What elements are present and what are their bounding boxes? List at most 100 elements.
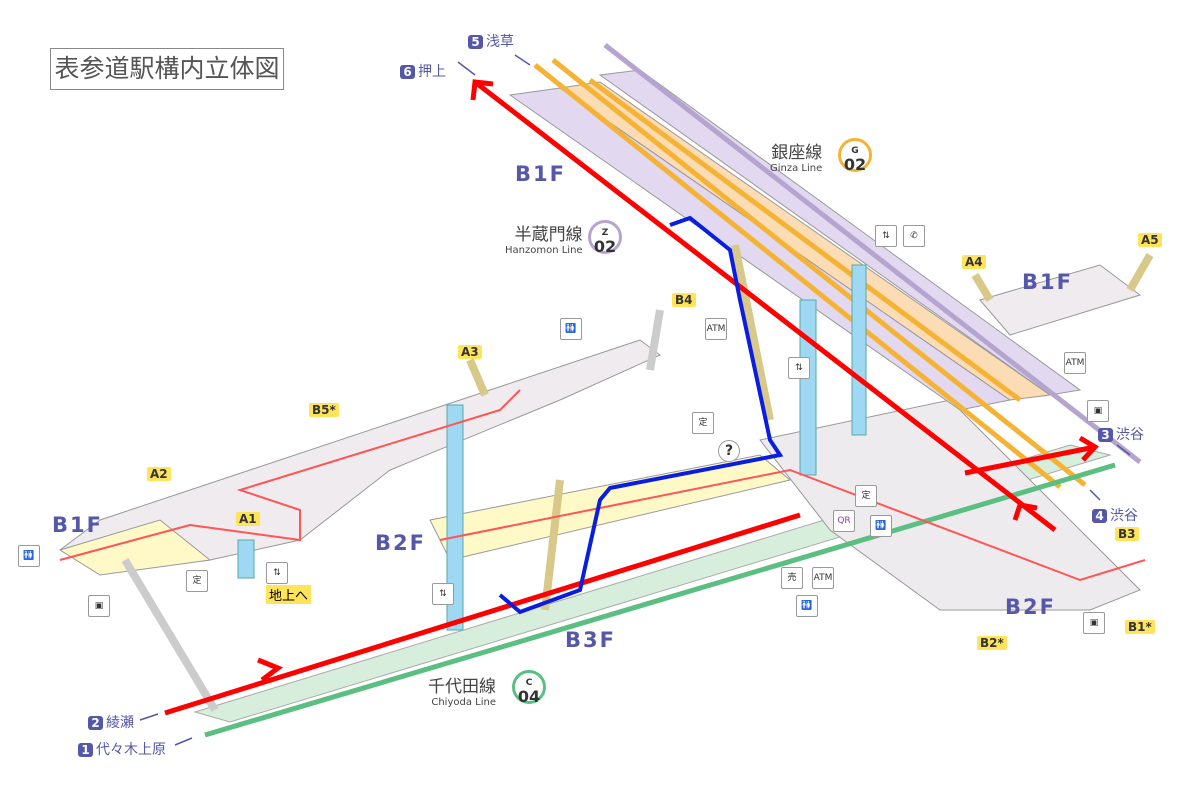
dest-number: 2 — [88, 716, 103, 730]
elevator-shaft — [851, 264, 867, 436]
dest-number: 6 — [400, 65, 415, 79]
exit-b2[interactable]: B2* — [977, 636, 1007, 650]
locker-icon: ▣ — [1083, 612, 1105, 634]
arrow-head — [257, 657, 284, 682]
commuter-pass-icon: 定 — [692, 412, 714, 434]
floor-label: B2F — [1005, 595, 1056, 619]
exit-b3[interactable]: B3 — [1115, 527, 1139, 541]
dest-name: 渋谷 — [1110, 508, 1138, 524]
b1f-right-concourse — [979, 264, 1142, 336]
transfer-route — [439, 468, 1146, 582]
toilet-icon: 🚻 — [560, 318, 582, 340]
arrow-head — [1078, 435, 1099, 462]
commuter-pass-icon: 定 — [855, 485, 877, 507]
ginza-track-2 — [551, 58, 1087, 487]
commuter-pass-icon: 定 — [186, 570, 208, 592]
exit-stair — [1126, 253, 1154, 292]
direction-arrow — [514, 54, 531, 66]
b1f-left-area — [58, 519, 212, 576]
elevator-icon: ⇅ — [875, 225, 897, 247]
toilet-icon: 🚻 — [18, 545, 40, 567]
atm-icon: ATM — [812, 567, 834, 589]
direction-arrow — [139, 713, 159, 721]
escalator — [121, 557, 219, 713]
station-number: 02 — [593, 237, 617, 256]
atm-icon: ATM — [1064, 352, 1086, 374]
qr-ticket-icon: QR — [833, 510, 855, 532]
direction-arrow — [1089, 489, 1101, 501]
chiyoda-track — [204, 462, 1116, 738]
floor-label: B3F — [565, 628, 616, 652]
dest-name: 渋谷 — [1116, 427, 1144, 443]
locker-icon: ▣ — [88, 595, 110, 617]
exit-stair — [466, 358, 489, 397]
exit-a3[interactable]: A3 — [458, 345, 482, 359]
floor-label: B1F — [52, 513, 103, 537]
elevator-shaft — [446, 404, 464, 631]
line-name-en: Hanzomon Line — [505, 245, 583, 256]
route-blue — [498, 215, 784, 615]
route-shibuya — [964, 444, 1096, 476]
information-icon: ? — [718, 440, 740, 462]
line-name-jp: 半蔵門線 — [514, 225, 583, 245]
route-ayase — [164, 512, 801, 716]
station-number: 04 — [517, 687, 541, 706]
dest-name: 浅草 — [486, 34, 514, 50]
exit-a2[interactable]: A2 — [147, 467, 171, 481]
line-letter: G — [851, 146, 859, 156]
line-letter: C — [525, 678, 533, 688]
dest-number: 3 — [1098, 428, 1113, 442]
ginza-track-1 — [533, 63, 1062, 489]
line-name-en: Chiyoda Line — [431, 697, 496, 708]
dest-name: 代々木上原 — [96, 742, 166, 758]
route-oshiage — [473, 80, 1057, 532]
exit-a5[interactable]: A5 — [1138, 233, 1162, 247]
exit-a1[interactable]: A1 — [236, 512, 260, 526]
arrow-head — [470, 79, 494, 101]
dest-number: 5 — [468, 35, 483, 49]
exit-b1[interactable]: B1* — [1125, 620, 1155, 634]
dest-name: 押上 — [418, 64, 446, 80]
atm-icon: ATM — [705, 318, 727, 340]
direction-arrow — [174, 737, 193, 746]
toilet-icon: 🚻 — [796, 595, 818, 617]
escalator — [731, 244, 774, 421]
direction-arrow — [1116, 444, 1131, 456]
exit-a4[interactable]: A4 — [962, 255, 986, 269]
line-name-jp: 銀座線 — [771, 143, 823, 163]
exit-b5[interactable]: B5* — [309, 403, 339, 417]
b2f-concourse — [429, 454, 792, 561]
hanzomon-track — [603, 43, 1142, 464]
line-name-en: Ginza Line — [770, 163, 823, 174]
line-name-jp: 千代田線 — [428, 677, 496, 697]
shop-icon: 売 — [781, 567, 803, 589]
ginza-platform-2 — [598, 69, 1082, 396]
arrow-head — [1012, 502, 1038, 521]
line-letter: Z — [601, 228, 609, 238]
phone-icon: ✆ — [903, 225, 925, 247]
floor-label: B1F — [515, 162, 566, 186]
transfer-route — [59, 389, 521, 561]
station-number: 02 — [843, 155, 867, 174]
dest-number: 4 — [1092, 509, 1107, 523]
toilet-icon: 🚻 — [870, 515, 892, 537]
exit-b4[interactable]: B4 — [672, 293, 696, 307]
elevator-icon: ⇅ — [266, 562, 288, 584]
locker-icon: ▣ — [1087, 400, 1109, 422]
direction-arrow — [457, 61, 476, 76]
ginza-track-3 — [588, 77, 1022, 403]
elevator-shaft — [799, 299, 817, 476]
dest-number: 1 — [78, 743, 93, 757]
escalator — [541, 479, 564, 611]
